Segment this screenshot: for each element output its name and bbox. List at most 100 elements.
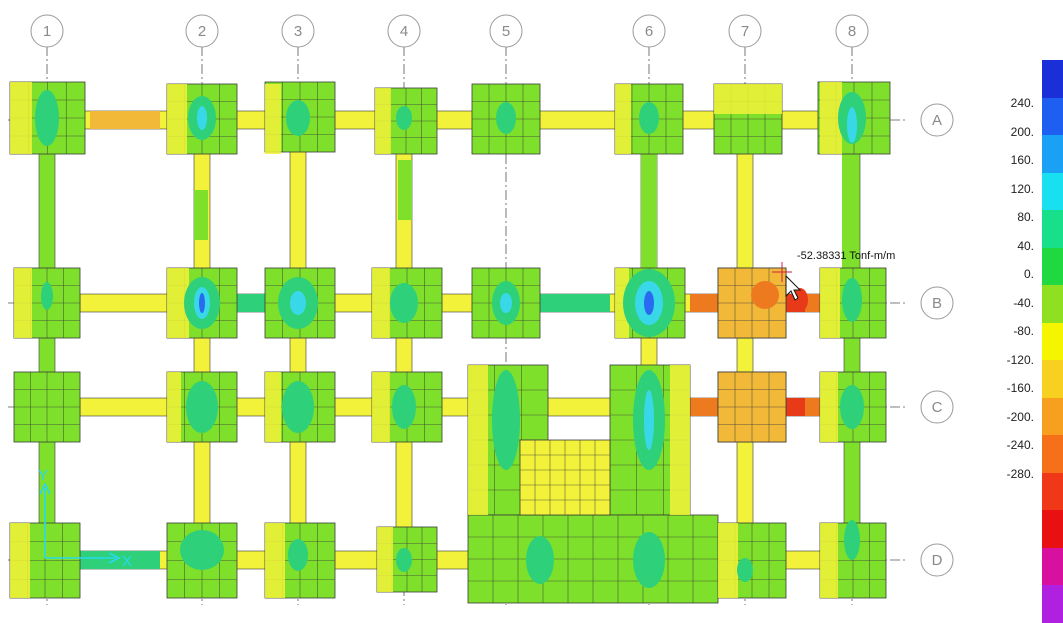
pad-yellow-region xyxy=(372,268,390,338)
grid-bubble-label: 7 xyxy=(741,23,749,40)
grid-bubble-col-4: 4 xyxy=(387,14,421,48)
pad-yellow-region xyxy=(615,84,631,154)
grid-bubble-col-2: 2 xyxy=(185,14,219,48)
pad-yellow-region xyxy=(14,268,32,338)
beam-col-7 xyxy=(736,129,754,571)
grid-bubble-circle xyxy=(920,390,954,424)
pad-yellow-region xyxy=(265,372,281,442)
beam-stress-red-c xyxy=(785,398,805,416)
beam-col-4-green xyxy=(398,160,412,220)
y-axis-arrowhead xyxy=(39,482,51,495)
contour-blob-cyan xyxy=(290,291,306,315)
grid-bubble-label: B xyxy=(932,295,942,312)
contour-blob-teal xyxy=(288,539,308,571)
cursor-readout-label: -52.38331 Tonf-m/m xyxy=(797,250,896,262)
pad-yellow-region xyxy=(820,372,838,442)
contour-blob-cyan xyxy=(197,106,207,130)
legend-color-bar xyxy=(1042,60,1063,623)
grid-bubble-col-5: 5 xyxy=(489,14,523,48)
grid-bubble-circle xyxy=(920,543,954,577)
grid-bubble-circle xyxy=(30,14,64,48)
beam-col-2-green xyxy=(194,190,208,240)
legend-tick-label: 240. xyxy=(1010,96,1034,110)
legend-tick-label: 0. xyxy=(1023,267,1034,281)
x-axis-label: X xyxy=(122,553,132,570)
legend-tick-label: -200. xyxy=(1006,409,1034,424)
contour-blob-teal xyxy=(396,548,412,572)
grid-bubble-label: 1 xyxy=(43,23,51,40)
contour-blob-blue xyxy=(199,293,205,313)
grid-bubble-label: A xyxy=(932,112,942,129)
pad-yellow-region xyxy=(167,372,181,442)
contour-blob-teal xyxy=(842,278,862,322)
legend-color-cell xyxy=(1042,135,1063,174)
legend-color-cell xyxy=(1042,360,1063,399)
pad-yellow-region xyxy=(377,527,393,592)
grid-bubble-label: 3 xyxy=(294,23,302,40)
legend-color-cell xyxy=(1042,60,1063,99)
contour-blob-teal xyxy=(633,532,665,588)
grid-bubble-label: 8 xyxy=(848,23,856,40)
grid-bubble-label: C xyxy=(932,399,943,416)
grid-bubble-row-A: A xyxy=(920,103,954,137)
mat-footing-combined-d xyxy=(467,514,719,604)
grid-bubble-label: 4 xyxy=(400,23,408,40)
grid-bubble-circle xyxy=(281,14,315,48)
pad-yellow-region xyxy=(167,84,187,154)
legend-color-cell xyxy=(1042,210,1063,249)
contour-blob-teal xyxy=(737,558,753,582)
pad-yellow-region xyxy=(468,365,488,515)
pad-yellow-region xyxy=(714,84,782,114)
pad-yellow-region xyxy=(820,523,838,598)
legend-tick-label: 160. xyxy=(1010,153,1034,167)
legend-tick-label: 200. xyxy=(1010,124,1034,139)
pad-yellow-region xyxy=(718,523,738,598)
footing-pad xyxy=(13,371,81,443)
legend-tick-label: -40. xyxy=(1013,295,1034,310)
beam-stress-teal-b2 xyxy=(540,294,610,312)
grid-bubble-circle xyxy=(387,14,421,48)
grid-bubble-row-D: D xyxy=(920,543,954,577)
contour-blob-teal xyxy=(180,530,224,570)
pad-yellow-region xyxy=(820,268,840,338)
grid-bubble-circle xyxy=(835,14,869,48)
legend-tick-label: 80. xyxy=(1017,210,1034,224)
pad-yellow-region xyxy=(10,523,30,598)
grid-bubble-label: 5 xyxy=(502,23,510,40)
pad-yellow-region xyxy=(372,372,390,442)
contour-blob-blue xyxy=(644,291,654,315)
grid-bubble-circle xyxy=(920,286,954,320)
beam-col-3 xyxy=(289,129,307,571)
legend-color-cell xyxy=(1042,510,1063,549)
grid-bubble-row-C: C xyxy=(920,390,954,424)
legend-color-cell xyxy=(1042,547,1063,586)
grid-bubble-col-1: 1 xyxy=(30,14,64,48)
contour-blob-cyan xyxy=(644,390,654,450)
legend-color-cell xyxy=(1042,435,1063,474)
contour-blob-teal xyxy=(390,283,418,323)
legend-color-cell xyxy=(1042,585,1063,623)
footing-pad xyxy=(471,83,541,155)
legend-color-cell xyxy=(1042,397,1063,436)
grid-bubble-row-B: B xyxy=(920,286,954,320)
legend-color-cell xyxy=(1042,472,1063,511)
grid-bubble-circle xyxy=(185,14,219,48)
legend-tick-label: 40. xyxy=(1017,238,1034,253)
contour-blob-teal xyxy=(186,381,218,433)
x-axis-arrowhead xyxy=(108,552,121,564)
contour-blob-teal xyxy=(492,370,520,470)
legend-tick-label: -240. xyxy=(1006,438,1034,452)
legend-tick-label: -80. xyxy=(1013,324,1034,338)
grid-bubble-circle xyxy=(632,14,666,48)
stress-spot-b7 xyxy=(751,281,779,309)
pad-yellow-region xyxy=(615,268,629,338)
legend-color-cell xyxy=(1042,247,1063,286)
beam-col-8-green xyxy=(842,130,856,270)
mat-footing-core xyxy=(519,439,611,516)
pad-yellow-region xyxy=(375,88,391,154)
contour-blob-cyan xyxy=(847,107,857,143)
grid-bubble-label: D xyxy=(932,552,943,569)
mouse-pointer-icon xyxy=(785,274,802,301)
grid-bubble-circle xyxy=(489,14,523,48)
footing-pad-c7-orange xyxy=(717,371,787,443)
